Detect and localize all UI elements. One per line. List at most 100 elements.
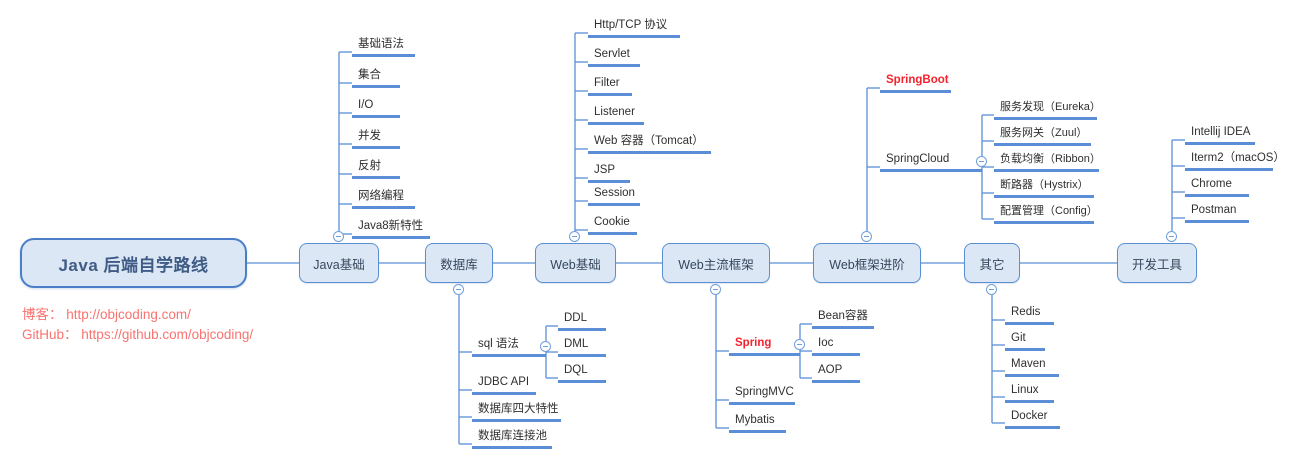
leaf-label: 反射 <box>358 160 381 172</box>
leaf-label: SpringBoot <box>886 74 949 86</box>
leaf-label: Redis <box>1011 306 1041 318</box>
node-java-basics[interactable]: Java基础 <box>299 243 379 283</box>
leaf-web-advanced-springboot[interactable]: SpringBoot <box>880 74 951 93</box>
node-web-frameworks[interactable]: Web主流框架 <box>662 243 770 283</box>
leaf-label: Servlet <box>594 48 630 60</box>
leaf-sql-ddl[interactable]: DDL <box>558 312 606 331</box>
toggle-java-basics[interactable] <box>333 231 344 242</box>
node-label: Web框架进阶 <box>829 257 905 272</box>
leaf-spring-aop[interactable]: AOP <box>812 364 860 383</box>
leaf-web-basics-0[interactable]: Http/TCP 协议 <box>588 19 680 38</box>
leaf-others-1[interactable]: Git <box>1005 332 1045 351</box>
toggle-web-basics[interactable] <box>569 231 580 242</box>
leaf-dev-tools-0[interactable]: Intellij IDEA <box>1185 126 1255 145</box>
toggle-others[interactable] <box>986 284 997 295</box>
root-node-label: Java 后端自学路线 <box>58 255 209 275</box>
leaf-database-2[interactable]: 数据库四大特性 <box>472 403 561 422</box>
leaf-spring-ioc[interactable]: Ioc <box>812 337 860 356</box>
node-label: 开发工具 <box>1131 257 1182 272</box>
node-label: Web主流框架 <box>678 257 754 272</box>
leaf-java-basics-2[interactable]: I/O <box>352 99 400 118</box>
node-label: 数据库 <box>440 257 478 272</box>
toggle-web-frameworks[interactable] <box>710 284 721 295</box>
leaf-java-basics-3[interactable]: 并发 <box>352 130 400 149</box>
leaf-dev-tools-2[interactable]: Chrome <box>1185 178 1249 197</box>
blog-label: 博客： <box>22 307 63 322</box>
leaf-web-basics-6[interactable]: Session <box>588 187 640 206</box>
toggle-sql-syntax[interactable] <box>540 341 551 352</box>
toggle-springcloud[interactable] <box>976 156 987 167</box>
leaf-label: SpringCloud <box>886 153 950 165</box>
leaf-java-basics-4[interactable]: 反射 <box>352 160 400 179</box>
node-others[interactable]: 其它 <box>964 243 1020 283</box>
leaf-springcloud-zuul[interactable]: 服务网关（Zuul） <box>994 127 1091 146</box>
leaf-others-2[interactable]: Maven <box>1005 358 1059 377</box>
leaf-label: I/O <box>358 99 374 111</box>
leaf-java-basics-5[interactable]: 网络编程 <box>352 190 415 209</box>
footer-links: 博客： http://objcoding.com/ GitHub： https:… <box>22 305 253 345</box>
toggle-dev-tools[interactable] <box>1166 231 1177 242</box>
node-dev-tools[interactable]: 开发工具 <box>1117 243 1197 283</box>
leaf-springcloud-config[interactable]: 配置管理（Config） <box>994 205 1098 224</box>
leaf-java-basics-6[interactable]: Java8新特性 <box>352 220 430 239</box>
node-label: Java基础 <box>313 257 365 272</box>
leaf-label: 数据库连接池 <box>478 430 547 442</box>
leaf-sql-dql[interactable]: DQL <box>558 364 606 383</box>
leaf-database-0[interactable]: sql 语法 <box>472 338 546 357</box>
toggle-spring[interactable] <box>794 339 805 350</box>
leaf-label: sql 语法 <box>478 338 519 350</box>
leaf-web-advanced-springcloud[interactable]: SpringCloud <box>880 153 982 172</box>
leaf-database-3[interactable]: 数据库连接池 <box>472 430 552 449</box>
leaf-label: Session <box>594 187 635 199</box>
leaf-label: 集合 <box>358 69 381 81</box>
toggle-database[interactable] <box>453 284 464 295</box>
node-web-basics[interactable]: Web基础 <box>535 243 616 283</box>
leaf-database-1[interactable]: JDBC API <box>472 376 536 395</box>
leaf-others-3[interactable]: Linux <box>1005 384 1054 403</box>
github-label: GitHub： <box>22 327 78 342</box>
leaf-web-basics-2[interactable]: Filter <box>588 77 632 96</box>
leaf-web-basics-3[interactable]: Listener <box>588 106 644 125</box>
leaf-springcloud-eureka[interactable]: 服务发现（Eureka） <box>994 101 1101 120</box>
leaf-label: JSP <box>594 164 616 176</box>
leaf-label: DQL <box>564 364 588 376</box>
leaf-java-basics-1[interactable]: 集合 <box>352 69 400 88</box>
leaf-spring-bean-container[interactable]: Bean容器 <box>812 310 874 329</box>
leaf-label: Docker <box>1011 410 1048 422</box>
leaf-springcloud-ribbon[interactable]: 负载均衡（Ribbon） <box>994 153 1101 172</box>
leaf-others-0[interactable]: Redis <box>1005 306 1054 325</box>
leaf-java-basics-0[interactable]: 基础语法 <box>352 38 415 57</box>
leaf-label: 负载均衡（Ribbon） <box>1000 153 1101 165</box>
leaf-label: SpringMVC <box>735 386 794 398</box>
leaf-web-basics-7[interactable]: Cookie <box>588 216 637 235</box>
leaf-sql-dml[interactable]: DML <box>558 338 606 357</box>
leaf-web-frameworks-springmvc[interactable]: SpringMVC <box>729 386 795 405</box>
leaf-dev-tools-1[interactable]: Iterm2（macOS） <box>1185 152 1285 171</box>
leaf-label: 配置管理（Config） <box>1000 205 1098 217</box>
node-web-advanced[interactable]: Web框架进阶 <box>813 243 921 283</box>
leaf-label: 并发 <box>358 130 381 142</box>
leaf-web-basics-1[interactable]: Servlet <box>588 48 640 67</box>
node-database[interactable]: 数据库 <box>425 243 493 283</box>
leaf-springcloud-hystrix[interactable]: 断路器（Hystrix） <box>994 179 1094 198</box>
leaf-dev-tools-3[interactable]: Postman <box>1185 204 1249 223</box>
leaf-web-basics-5[interactable]: JSP <box>588 164 630 183</box>
github-line: GitHub： https://github.com/objcoding/ <box>22 325 253 345</box>
leaf-label: Listener <box>594 106 635 118</box>
toggle-web-advanced[interactable] <box>861 231 872 242</box>
leaf-web-frameworks-spring[interactable]: Spring <box>729 337 800 356</box>
leaf-label: Intellij IDEA <box>1191 126 1251 138</box>
root-node[interactable]: Java 后端自学路线 <box>20 238 247 288</box>
blog-url[interactable]: http://objcoding.com/ <box>66 307 191 322</box>
leaf-web-frameworks-mybatis[interactable]: Mybatis <box>729 414 786 433</box>
leaf-others-4[interactable]: Docker <box>1005 410 1060 429</box>
blog-line: 博客： http://objcoding.com/ <box>22 305 253 325</box>
github-url[interactable]: https://github.com/objcoding/ <box>81 327 254 342</box>
leaf-label: Bean容器 <box>818 310 868 322</box>
leaf-label: Web 容器（Tomcat） <box>594 135 704 147</box>
leaf-label: Ioc <box>818 337 834 349</box>
leaf-label: Java8新特性 <box>358 220 424 232</box>
leaf-web-basics-4[interactable]: Web 容器（Tomcat） <box>588 135 711 154</box>
